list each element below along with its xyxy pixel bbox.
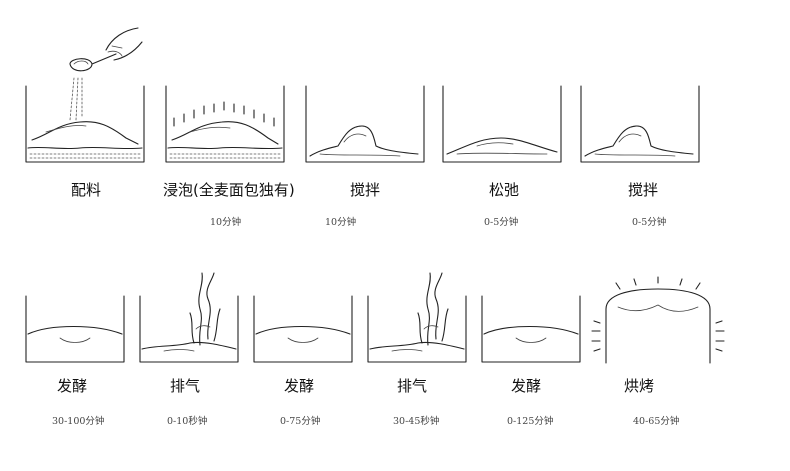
step-duration: 0-5分钟 — [484, 217, 519, 228]
step-label: 配料 — [71, 181, 102, 199]
soaking-icon — [165, 85, 285, 163]
step-duration: 30-45秒钟 — [393, 416, 440, 427]
step-label: 搅拌 — [628, 181, 659, 199]
resting-icon — [442, 85, 562, 163]
step-label: 松弛 — [489, 181, 520, 199]
fermenting-icon — [25, 295, 125, 363]
fermenting-icon — [253, 295, 353, 363]
step-label: 烘烤 — [624, 377, 655, 395]
step-label: 发酵 — [57, 377, 88, 395]
step-label: 排气 — [397, 377, 428, 395]
step-label: 浸泡(全麦面包独有) — [163, 181, 295, 199]
ingredient-mixing-icon — [25, 27, 145, 163]
baking-icon — [591, 276, 725, 364]
degassing-icon — [139, 272, 239, 363]
stirring-icon — [580, 85, 700, 163]
step-duration: 10分钟 — [325, 217, 357, 228]
step-duration: 40-65分钟 — [633, 416, 680, 427]
step-duration: 0-75分钟 — [280, 416, 321, 427]
degassing-icon — [367, 272, 467, 363]
step-duration: 0-5分钟 — [632, 217, 667, 228]
step-label: 发酵 — [511, 377, 542, 395]
step-label: 发酵 — [284, 377, 315, 395]
step-label: 排气 — [170, 377, 201, 395]
step-duration: 30-100分钟 — [52, 416, 105, 427]
stirring-icon — [305, 85, 425, 163]
step-label: 搅拌 — [350, 181, 381, 199]
step-duration: 0-10秒钟 — [167, 416, 208, 427]
step-duration: 0-125分钟 — [507, 416, 554, 427]
fermenting-icon — [481, 295, 581, 363]
step-duration: 10分钟 — [210, 217, 242, 228]
